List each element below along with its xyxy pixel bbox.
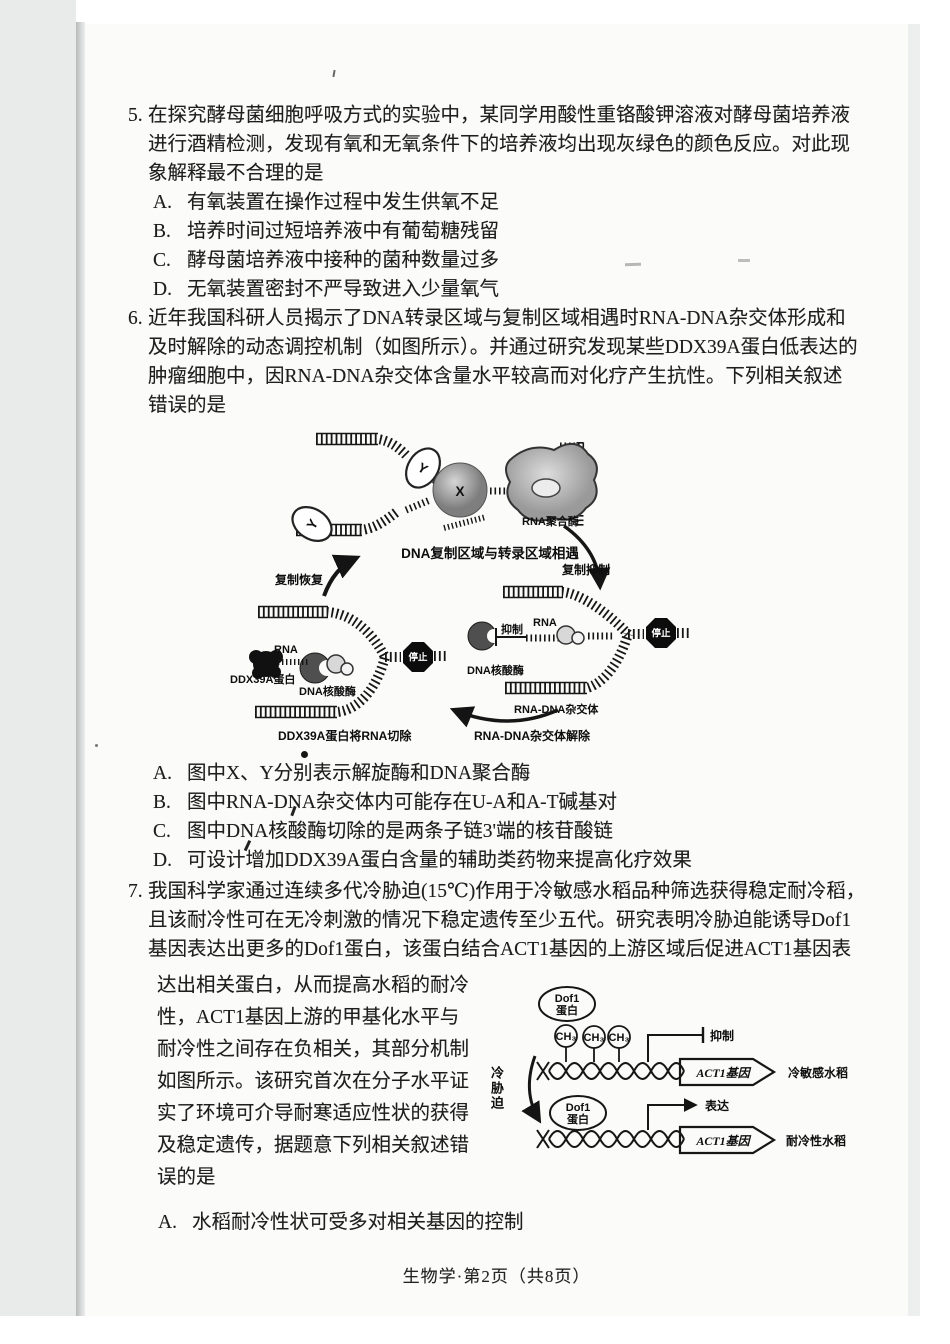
q6-dna-replication-transcription-diagram: Y Y X RNA聚合酶 DNA复制区域与转录区域相遇 复制抑制 复制恢复 停止… — [230, 432, 691, 743]
q6-label-stop-left: 停止 — [408, 652, 428, 664]
q6-label-nuclease-left: DNA核酸酶 — [299, 684, 356, 698]
dna-helix-bottom — [536, 1129, 685, 1149]
q6-label-rep-resume: 复制恢复 — [274, 572, 324, 587]
q6-stem-line-4: 错误的是 — [148, 395, 227, 416]
svg-text:Dof1: Dof1 — [566, 1102, 590, 1114]
q5-number: 5. — [128, 105, 143, 126]
q7-stem-line-2: 且该耐冷性可在无冷刺激的情况下稳定遗传至少五代。研究表明冷胁迫能诱导Dof1 — [148, 910, 852, 931]
q6-label-x: X — [455, 484, 464, 499]
svg-text:蛋白: 蛋白 — [567, 1112, 589, 1126]
svg-text:CH₃: CH₃ — [584, 1032, 605, 1044]
cold-stress-arrow — [521, 1055, 542, 1124]
q6-label-rna-right: RNA — [533, 617, 557, 629]
q6-option-d: D.可设计增加DDX39A蛋白含量的辅助类药物来提高化疗效果 — [153, 850, 692, 871]
q6-label-resolve: RNA-DNA杂交体解除 — [474, 728, 591, 743]
q7-methylation-diagram: Dof1 蛋白 CH₃ CH₃ CH₃ 抑制 ACT1基因 冷敏感水稻 — [521, 986, 848, 1155]
q5-stem-line-1: 5.在探究酵母菌细胞呼吸方式的实验中，某同学用酸性重铬酸钾溶液对酵母菌培养液 — [128, 105, 851, 126]
q7-stem-left-line-6: 及稳定遗传，据题意下列相关叙述错 — [157, 1135, 470, 1156]
q6-label-nuclease-right: DNA核酸酶 — [467, 663, 524, 677]
dna-helix-top — [536, 1061, 685, 1081]
q6-stem-line-3: 肿瘤细胞中，因RNA-DNA杂交体含量水平较高而对化疗产生抗性。下列相关叙述 — [148, 366, 843, 387]
q5-stem-line-3: 象解释最不合理的是 — [148, 163, 324, 184]
q7-label-inhibit: 抑制 — [710, 1028, 734, 1043]
q7-stem-left-line-1: 达出相关蛋白，从而提高水稻的耐冷 — [157, 975, 470, 996]
q6-label-rna-polymerase: RNA聚合酶 — [522, 514, 579, 528]
q7-option-a: A.水稻耐冷性状可受多对相关基因的控制 — [158, 1212, 524, 1233]
q7-stem-line-3: 基因表达出更多的Dof1蛋白，该蛋白结合ACT1基因的上游区域后促进ACT1基因… — [148, 939, 852, 960]
q6-label-meet: DNA复制区域与转录区域相遇 — [401, 545, 579, 561]
stop-sign-left — [403, 642, 433, 672]
q7-label-cold-sensitive: 冷敏感水稻 — [788, 1065, 848, 1080]
q7-stem-left-line-5: 实了环境可介导耐寒适应性状的获得 — [157, 1103, 470, 1124]
scan-left-margin — [0, 0, 76, 1316]
replication-resume-arrow — [322, 554, 361, 597]
q6-option-a: A.图中X、Y分别表示解旋酶和DNA聚合酶 — [153, 763, 531, 784]
q6-number: 6. — [128, 308, 143, 329]
q7-label-act1-bottom: ACT1基因 — [695, 1134, 751, 1148]
q6-label-stop-right: 停止 — [651, 628, 671, 640]
replisome-circle-small — [571, 631, 585, 645]
hybrid-resolve-arrow — [449, 706, 559, 728]
q7-stem-left-line-3: 耐冷性之间存在负相关，其部分机制 — [157, 1039, 470, 1060]
stop-sign-right — [646, 618, 676, 648]
q6-label-excise: DDX39A蛋白将RNA切除 — [278, 728, 412, 743]
q6-option-b: B.图中RNA-DNA杂交体内可能存在U-A和A-T碱基对 — [153, 792, 618, 813]
q6-label-rna-left: RNA — [274, 644, 298, 656]
protein-x-sphere — [432, 462, 488, 518]
helicase-blob-y1: Y — [404, 447, 442, 489]
svg-text:蛋白: 蛋白 — [556, 1003, 578, 1017]
svg-text:CH₃: CH₃ — [609, 1032, 630, 1044]
paper-background — [85, 24, 908, 1316]
q7-label-express: 表达 — [704, 1098, 729, 1113]
act1-gene-box-bottom — [678, 1125, 777, 1155]
q7-label-act1-top: ACT1基因 — [695, 1066, 751, 1080]
replication-inhibit-arrow — [562, 524, 611, 591]
q7-stem-left-line-4: 如图所示。该研究首次在分子水平证 — [157, 1071, 470, 1092]
inhibit-connector-line — [647, 1034, 703, 1062]
q7-stem-left-line-2: 性，ACT1基因上游的甲基化水平与 — [157, 1007, 460, 1028]
q6-stem-line-1: 6.近年我国科研人员揭示了DNA转录区域与复制区域相遇时RNA-DNA杂交体形成… — [128, 308, 846, 329]
scan-smudge — [738, 259, 750, 262]
act1-gene-box-top — [678, 1057, 777, 1087]
q6-option-c: C.图中DNA核酸酶切除的是两条子链3'端的核苷酸链 — [153, 821, 614, 842]
rna-polymerase-channel — [531, 478, 561, 498]
q6-stem-line-2: 及时解除的动态调控机制（如图所示）。并通过研究发现某些DDX39A蛋白低表达的 — [148, 337, 858, 358]
q5-stem-line-2: 进行酒精检测，发现有氧和无氧条件下的培养液均出现灰绿色的颜色反应。对此现 — [148, 134, 851, 155]
q7-number: 7. — [128, 881, 143, 902]
dof1-protein-oval-bottom: Dof1 蛋白 — [549, 1095, 607, 1131]
ddx39a-protein-blob — [249, 650, 283, 679]
svg-text:CH₃: CH₃ — [556, 1031, 577, 1043]
page-footer: 生物学·第2页（共8页） — [402, 1267, 591, 1286]
svg-text:Dof1: Dof1 — [555, 993, 579, 1005]
q7-label-cold-tolerant: 耐冷性水稻 — [786, 1133, 846, 1148]
ink-blot — [301, 751, 308, 758]
q5-option-b: B.培养时间过短培养液中有葡萄糖残留 — [153, 221, 500, 242]
q6-label-ddx39a: DDX39A蛋白 — [230, 672, 295, 686]
ch3-methyl-group-2: CH₃ — [582, 1025, 606, 1062]
q5-option-a: A.有氧装置在操作过程中发生供氧不足 — [153, 192, 500, 213]
q6-label-rep-inhibit: 复制抑制 — [561, 562, 610, 577]
q7-label-cold-stress: 冷胁迫 — [489, 1066, 504, 1111]
paper-left-edge — [76, 22, 85, 1316]
scan-dot — [95, 744, 98, 747]
polymerase-blob-y2: Y — [291, 505, 333, 543]
scan-smudge — [624, 262, 642, 267]
q5-option-d: D.无氧装置密封不严导致进入少量氧气 — [153, 279, 500, 300]
q5-option-c: C.酵母菌培养液中接种的菌种数量过多 — [153, 250, 500, 271]
ch3-methyl-group-3: CH₃ — [607, 1025, 631, 1062]
ch3-methyl-group-1: CH₃ — [554, 1024, 578, 1062]
dof1-protein-oval-top: Dof1 蛋白 — [538, 986, 596, 1022]
q7-stem-line-1: 7.我国科学家通过连续多代冷胁迫(15℃)作用于冷敏感水稻品种筛选获得稳定耐冷稻… — [128, 881, 866, 902]
paper-right-edge — [908, 24, 920, 1316]
q7-stem-left-line-7: 误的是 — [157, 1167, 216, 1188]
express-arrow — [647, 1098, 698, 1130]
q6-label-inhibit: 抑制 — [501, 622, 523, 636]
